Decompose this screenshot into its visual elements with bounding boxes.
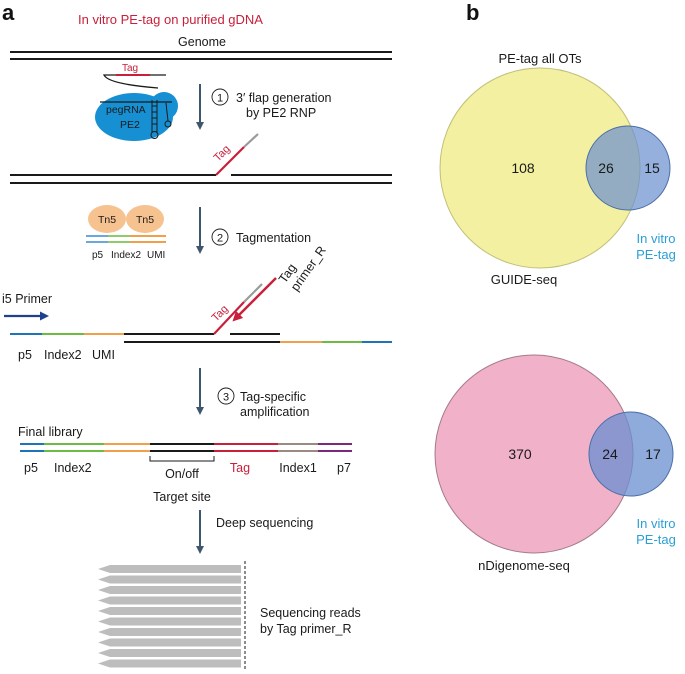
venn-top-set-b-line1: In vitro — [636, 231, 675, 246]
venn-bottom-set-b-line1: In vitro — [636, 516, 675, 531]
nicked-genome: Tag — [10, 133, 392, 184]
step2-number: 2 — [217, 233, 223, 245]
tagmented-fragment: Tag — [10, 283, 392, 343]
tn5-umi-label: UMI — [147, 250, 165, 261]
final-library-strands — [20, 443, 352, 452]
sequencing-read — [98, 565, 241, 573]
venn-bottom: 370 24 17 In vitro PE-tag nDigenome-seq — [434, 354, 676, 573]
venn-top-only-right: 15 — [644, 160, 660, 176]
sequencing-read — [98, 659, 241, 668]
venn-top-circle-invitro — [585, 125, 671, 211]
tn5-left-label: Tn5 — [98, 214, 116, 226]
venn-bottom-overlap: 24 — [602, 446, 618, 462]
target-site-bracket — [149, 456, 215, 462]
sequencing-read — [98, 617, 241, 626]
venn-top: PE-tag all OTs 108 26 15 In vitro PE-tag… — [439, 51, 676, 287]
library-onoff-label: On/off — [165, 467, 199, 481]
step1-circle — [211, 88, 229, 106]
step2-label: Tagmentation — [236, 231, 311, 245]
sequencing-read — [98, 607, 241, 615]
deep-seq-label: Deep sequencing — [216, 516, 313, 530]
pe2-label: PE2 — [120, 119, 140, 131]
panel-b-letter: b — [466, 0, 479, 25]
sequencing-read — [98, 649, 241, 657]
library-index1-label: Index1 — [279, 461, 317, 475]
venn-bottom-set-b-line2: PE-tag — [636, 532, 676, 547]
venn-top-only-left: 108 — [511, 160, 535, 176]
step1-label-line1: 3′ flap generation — [236, 91, 332, 105]
genome-label: Genome — [178, 35, 226, 49]
step3-number: 3 — [223, 392, 229, 404]
sequencing-read — [98, 596, 241, 605]
reads-label-line2: by Tag primer_R — [260, 622, 351, 636]
step3-label-line1: Tag-specific — [240, 390, 306, 404]
sequencing-read — [98, 586, 241, 594]
library-p7-label: p7 — [337, 461, 351, 475]
panel-a-letter: a — [2, 0, 15, 25]
step3-circle — [217, 387, 235, 405]
panel-a-title: In vitro PE-tag on purified gDNA — [78, 12, 263, 27]
sequencing-read — [98, 628, 241, 636]
step3-label-line2: amplification — [240, 405, 310, 419]
tag-primer-arrow — [232, 277, 277, 322]
rnp-tag-label: Tag — [122, 63, 138, 74]
tn5-right-label: Tn5 — [136, 214, 154, 226]
sequencing-read — [98, 575, 241, 584]
library-target-site-label: Target site — [153, 490, 211, 504]
pegrna-label: pegRNA — [106, 104, 146, 116]
venn-bottom-circle-invitro — [588, 411, 674, 497]
final-library-label: Final library — [18, 425, 83, 439]
tn5-index2-label: Index2 — [111, 250, 141, 261]
step1-number: 1 — [217, 93, 223, 105]
tn5-p5-label: p5 — [92, 250, 104, 261]
fragment-umi-label: UMI — [92, 348, 115, 362]
sequencing-reads — [98, 565, 241, 668]
library-tag-label: Tag — [230, 461, 250, 475]
fragment-p5-label: p5 — [18, 348, 32, 362]
i5-primer-label: i5 Primer — [2, 292, 52, 306]
library-p5-label: p5 — [24, 461, 38, 475]
venn-bottom-only-left: 370 — [508, 446, 532, 462]
pe2-rnp-complex: Tag pegRNA PE2 — [95, 63, 178, 141]
fragment-index2-label: Index2 — [44, 348, 82, 362]
venn-bottom-set-c-label: nDigenome-seq — [478, 558, 570, 573]
tn5-transposome: Tn5 Tn5 p5 Index2 UMI — [86, 205, 166, 261]
venn-top-set-c-label: GUIDE-seq — [491, 272, 557, 287]
reads-label-line1: Sequencing reads — [260, 606, 361, 620]
step2-circle — [211, 228, 229, 246]
library-index2-label: Index2 — [54, 461, 92, 475]
sequencing-read — [98, 638, 241, 647]
venn-top-set-b-line2: PE-tag — [636, 247, 676, 262]
venn-top-overlap: 26 — [598, 160, 614, 176]
venn-bottom-only-right: 17 — [645, 446, 661, 462]
venn-top-set-a-label: PE-tag all OTs — [498, 51, 582, 66]
step1-label-line2: by PE2 RNP — [246, 106, 316, 120]
